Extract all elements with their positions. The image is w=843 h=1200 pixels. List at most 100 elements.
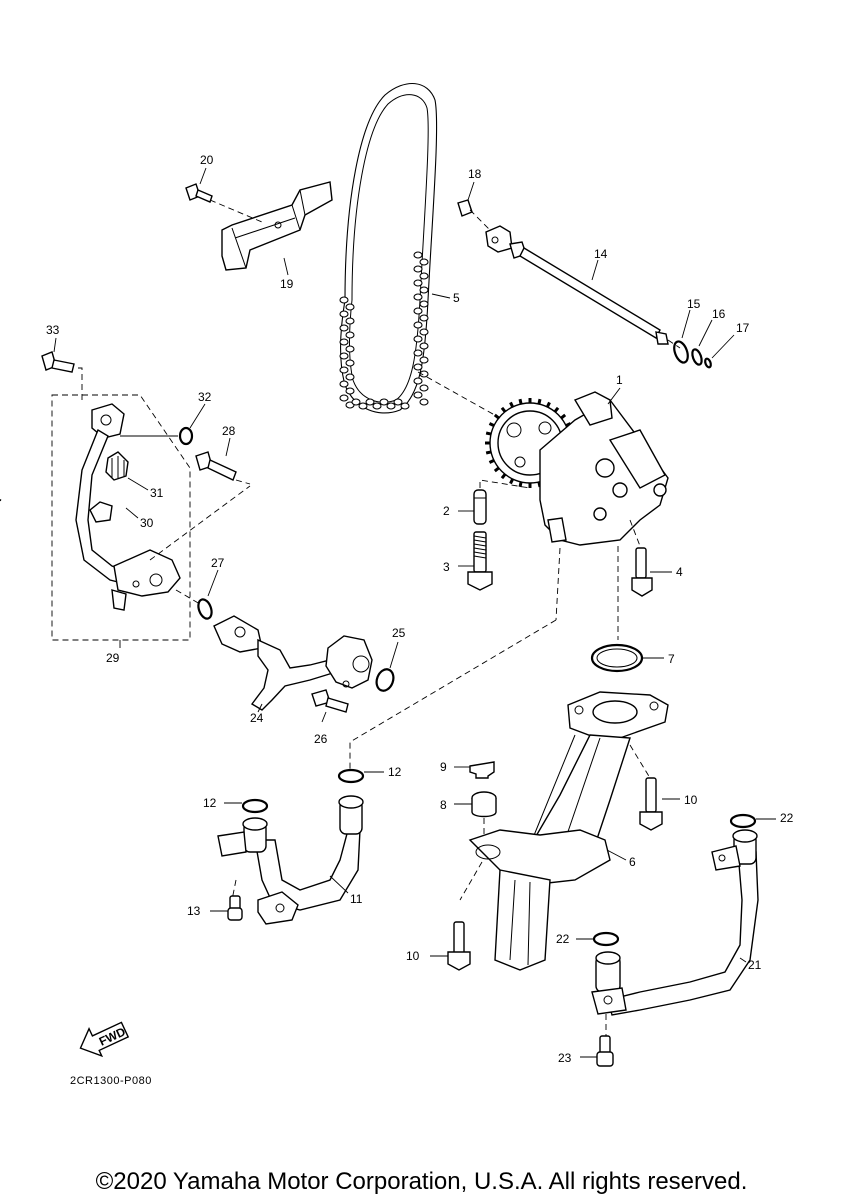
sprocket-tooth	[518, 481, 523, 488]
bolt-13	[227, 895, 243, 921]
sprocket-tooth	[500, 406, 507, 413]
callout-27: 27	[211, 556, 225, 570]
callout-14: 14	[594, 247, 608, 261]
bolt-3	[467, 531, 493, 591]
oil-pipe-24	[213, 615, 373, 711]
chain-link	[345, 345, 355, 353]
chain-link	[365, 398, 375, 406]
callout-24: 24	[250, 711, 264, 725]
bolt-20	[185, 183, 263, 223]
fwd-arrow-icon: FWD	[79, 1021, 130, 1058]
chain-link	[413, 391, 423, 399]
o-ring-12-left	[241, 798, 269, 814]
chain-link	[419, 370, 429, 378]
chain-link	[339, 380, 349, 388]
bolt-thread	[473, 551, 487, 555]
chain-link	[419, 258, 429, 266]
chain-link	[345, 373, 355, 381]
chain-link	[413, 251, 423, 259]
chain-link	[339, 394, 349, 402]
chain-link	[413, 279, 423, 287]
bolt-23	[596, 1035, 614, 1067]
callout-19: 19	[280, 277, 294, 291]
chain-link	[379, 398, 389, 406]
chain-link	[413, 293, 423, 301]
chain-link	[413, 335, 423, 343]
chain-link	[372, 402, 382, 410]
collar-9	[469, 761, 495, 779]
ring-16	[691, 348, 703, 366]
chain-link	[393, 398, 403, 406]
bolt-thread	[473, 547, 487, 551]
fwd-label: FWD	[97, 1024, 128, 1048]
sprocket-tooth	[509, 401, 514, 408]
sprocket-tooth	[488, 422, 495, 427]
chain-link	[413, 377, 423, 385]
callout-17: 17	[736, 321, 750, 335]
damper-8	[471, 791, 497, 838]
cam-chain	[339, 82, 438, 414]
o-ring-32	[178, 426, 194, 446]
sub-assembly-29	[51, 394, 201, 648]
bracket-19	[221, 181, 333, 271]
callout-6: 6	[629, 855, 636, 869]
chain-link	[413, 307, 423, 315]
callout-20: 20	[200, 153, 214, 167]
callout-18: 18	[468, 167, 482, 181]
callout-10-lower: 10	[406, 949, 420, 963]
sprocket-tooth	[518, 398, 523, 405]
callout-12-left: 12	[203, 796, 217, 810]
sprocket-tooth	[537, 398, 542, 405]
sprocket-tooth	[509, 478, 514, 485]
o-ring-22-lower	[592, 931, 620, 947]
chain-link	[419, 398, 429, 406]
chain-link	[345, 331, 355, 339]
bolt-33	[41, 351, 83, 400]
bolt-thread	[473, 555, 487, 559]
callout-33: 33	[46, 323, 60, 337]
callout-2: 2	[443, 504, 450, 518]
chain-link	[419, 384, 429, 392]
callout-22-upper: 22	[780, 811, 794, 825]
sprocket-tooth	[500, 473, 507, 480]
callout-1: 1	[616, 373, 623, 387]
callout-16: 16	[712, 307, 726, 321]
callout-21: 21	[748, 958, 762, 972]
chain-link	[419, 300, 429, 308]
chain-link	[345, 303, 355, 311]
chain-link	[358, 402, 368, 410]
chain-link	[339, 352, 349, 360]
o-ring-22-upper	[729, 813, 757, 829]
pump-shaft-14	[457, 199, 681, 349]
chain-link	[345, 387, 355, 395]
chain-link	[345, 317, 355, 325]
oil-strainer-6	[459, 691, 669, 971]
chain-link	[413, 265, 423, 273]
chain-link	[339, 338, 349, 346]
chain-link	[386, 402, 396, 410]
sprocket-tooth	[485, 431, 492, 436]
chain-link	[419, 356, 429, 364]
diagram-code: 2CR1300-P080	[70, 1075, 152, 1087]
bolt-26	[311, 689, 349, 713]
o-ring-15	[673, 340, 689, 364]
dowel-pin-2	[473, 479, 531, 525]
callout-15: 15	[687, 297, 701, 311]
oil-pipe-11	[217, 795, 364, 925]
sprocket-tooth	[546, 401, 551, 408]
o-ring-27	[197, 598, 213, 620]
sprocket-tooth	[560, 413, 567, 420]
chain-link	[413, 363, 423, 371]
callout-7: 7	[668, 652, 675, 666]
callout-5: 5	[453, 291, 460, 305]
copyright-notice: ©2020 Yamaha Motor Corporation, U.S.A. A…	[95, 1168, 748, 1195]
chain-link	[413, 349, 423, 357]
callout-23: 23	[558, 1051, 572, 1065]
sprocket-tooth	[485, 450, 492, 455]
callout-13: 13	[187, 904, 201, 918]
chain-link	[339, 310, 349, 318]
callout-32: 32	[198, 390, 212, 404]
sprocket-tooth	[488, 459, 495, 464]
bolt-thread	[473, 543, 487, 547]
bolt-10-upper	[639, 777, 663, 831]
